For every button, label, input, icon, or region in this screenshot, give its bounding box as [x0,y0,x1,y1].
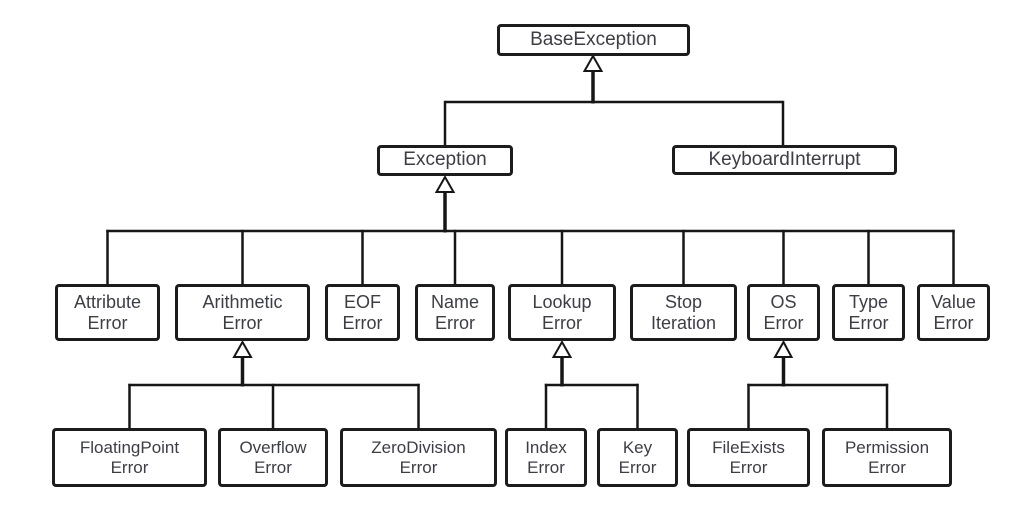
node-stop-iteration: Stop Iteration [630,284,737,341]
arrowhead-up-icon [434,174,456,193]
node-label: Index Error [525,437,567,477]
node-exception: Exception [377,145,513,176]
connector-lines [106,70,955,429]
arrowhead-up-icon [773,339,794,358]
node-key-error: Key Error [597,428,678,487]
node-label: Exception [403,149,487,171]
node-index-error: Index Error [505,428,587,487]
node-label: Stop Iteration [650,291,717,333]
node-label: ZeroDivision Error [371,437,466,477]
node-value-error: Value Error [917,284,990,341]
node-label: Name Error [430,291,479,333]
node-label: OS Error [763,291,804,333]
node-label: FileExists Error [712,437,785,477]
inheritance-arrowheads [232,53,794,358]
arrowhead-up-icon [582,53,604,72]
node-file-exists-error: FileExists Error [687,428,810,487]
arrowhead-up-icon [551,339,573,358]
node-base-exception: BaseException [497,24,690,56]
arrowhead-up-icon [232,339,253,358]
node-name-error: Name Error [415,284,495,341]
node-label: EOF Error [342,291,383,333]
node-label: Overflow Error [239,437,307,477]
node-overflow-error: Overflow Error [218,428,328,487]
node-lookup-error: Lookup Error [508,284,616,341]
node-label: KeyboardInterrupt [708,148,861,170]
node-attribute-error: Attribute Error [55,284,160,341]
node-label: Permission Error [844,437,930,477]
node-label: BaseException [530,28,657,50]
node-label: Value Error [931,291,976,333]
node-permission-error: Permission Error [822,428,952,487]
node-label: Key Error [618,437,657,477]
node-label: Lookup Error [532,291,592,333]
node-os-error: OS Error [747,284,820,341]
node-label: FloatingPoint Error [79,437,180,477]
node-label: Arithmetic Error [202,291,283,333]
node-type-error: Type Error [832,284,905,341]
node-keyboard-interrupt: KeyboardInterrupt [672,145,897,175]
node-label: Type Error [848,291,889,333]
node-zero-division-error: ZeroDivision Error [340,428,497,487]
node-eof-error: EOF Error [325,284,400,341]
node-floating-point-error: FloatingPoint Error [52,428,207,487]
node-label: Attribute Error [73,291,142,333]
node-arithmetic-error: Arithmetic Error [175,284,310,341]
